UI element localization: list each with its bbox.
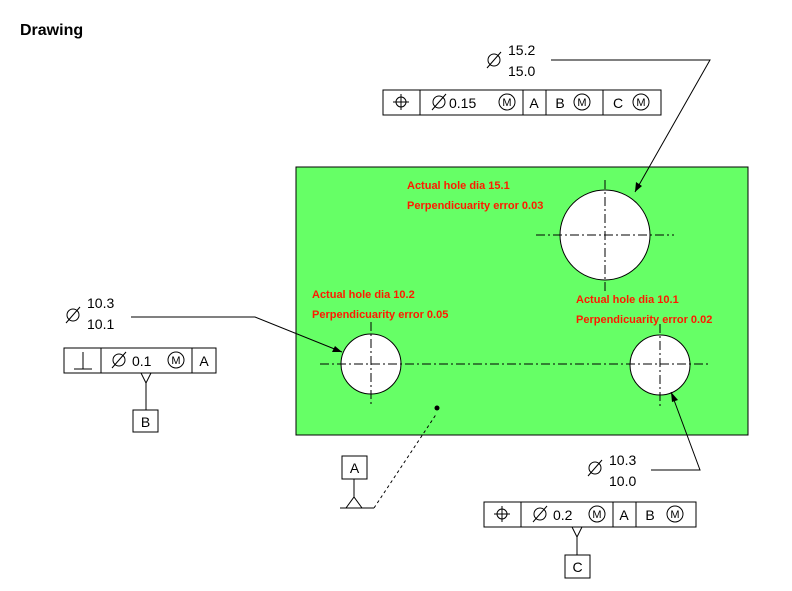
- mmc-modifier-icon: M: [588, 505, 606, 523]
- position-symbol-icon: [393, 94, 409, 110]
- svg-text:M: M: [502, 97, 511, 109]
- svg-text:M: M: [592, 509, 601, 521]
- top-hole-dim-lower: 15.0: [508, 63, 535, 79]
- datum-b-symbol: B: [132, 372, 159, 433]
- left-hole-dim-lower: 10.1: [87, 316, 114, 332]
- datum-a-symbol: A: [340, 405, 440, 509]
- top-hole-diameter-callout: 15.2 15.0: [486, 42, 535, 79]
- left-fcf-tolerance: 0.1: [132, 353, 152, 369]
- left-hole-leader: [131, 316, 343, 353]
- right-hole-leader: [651, 391, 701, 471]
- position-symbol-icon: [494, 506, 510, 522]
- right-feature-control-frame: 0.2 M A B M: [483, 501, 697, 528]
- top-hole-dim-upper: 15.2: [508, 42, 535, 58]
- left-hole-dim-upper: 10.3: [87, 295, 114, 311]
- top-fcf-datum-a: A: [529, 95, 539, 111]
- right-fcf-tolerance: 0.2: [553, 507, 573, 523]
- mmc-modifier-icon: M: [167, 351, 185, 369]
- mmc-modifier-icon: M: [632, 93, 650, 111]
- left-fcf-datum-a: A: [199, 353, 209, 369]
- diameter-symbol-icon: [65, 306, 81, 324]
- right-hole-perp-error: Perpendicuarity error 0.02: [576, 314, 712, 326]
- left-hole-leader-arrow: [332, 346, 342, 352]
- left-feature-control-frame: 0.1 M A: [63, 347, 217, 374]
- right-fcf-datum-a: A: [619, 507, 629, 523]
- svg-text:M: M: [670, 509, 679, 521]
- right-hole-dim-lower: 10.0: [609, 473, 636, 489]
- svg-text:M: M: [577, 97, 586, 109]
- diameter-symbol-icon: [587, 459, 603, 477]
- left-hole-diameter-callout: 10.3 10.1: [65, 295, 114, 332]
- left-hole-actual-dia: Actual hole dia 10.2: [312, 289, 415, 301]
- mmc-modifier-icon: M: [498, 93, 516, 111]
- top-hole-leader: [551, 59, 711, 193]
- top-hole-perp-error: Perpendicuarity error 0.03: [407, 200, 543, 212]
- svg-text:M: M: [636, 97, 645, 109]
- mmc-modifier-icon: M: [573, 93, 591, 111]
- top-fcf-tolerance: 0.15: [449, 95, 476, 111]
- top-hole-leader-arrow: [635, 182, 642, 192]
- diameter-symbol-icon: [431, 93, 447, 111]
- diameter-symbol-icon: [532, 505, 548, 523]
- right-hole-actual-dia: Actual hole dia 10.1: [576, 294, 679, 306]
- top-hole-actual-dia: Actual hole dia 15.1: [407, 180, 510, 192]
- page-title: Drawing: [20, 22, 83, 39]
- left-hole-perp-error: Perpendicuarity error 0.05: [312, 309, 448, 321]
- right-hole-diameter-callout: 10.3 10.0: [587, 452, 636, 489]
- right-hole-dim-upper: 10.3: [609, 452, 636, 468]
- diameter-symbol-icon: [111, 351, 127, 369]
- datum-c-symbol: C: [564, 526, 591, 579]
- top-feature-control-frame: 0.15 M A B M C M: [382, 89, 662, 116]
- datum-a-label: A: [350, 460, 360, 476]
- right-hole-leader-arrow: [671, 392, 678, 402]
- datum-c-label: C: [572, 559, 582, 575]
- right-fcf-datum-b: B: [645, 507, 654, 523]
- top-fcf-datum-b: B: [555, 95, 564, 111]
- mmc-modifier-icon: M: [666, 505, 684, 523]
- datum-b-label: B: [141, 414, 150, 430]
- top-fcf-datum-c: C: [613, 95, 623, 111]
- svg-text:M: M: [171, 355, 180, 367]
- perpendicularity-symbol-icon: [74, 352, 92, 370]
- diameter-symbol-icon: [486, 51, 502, 69]
